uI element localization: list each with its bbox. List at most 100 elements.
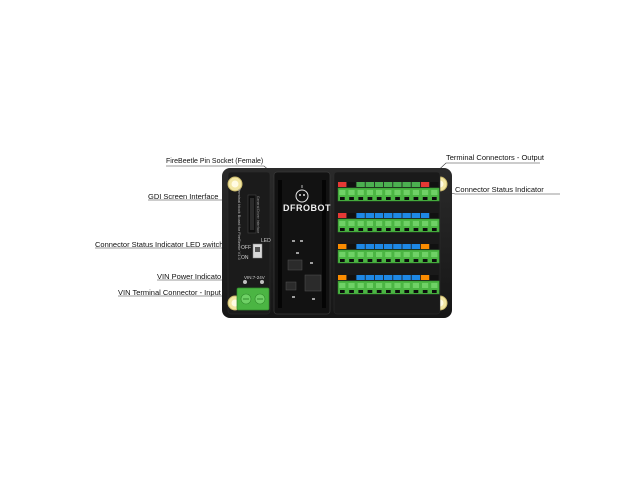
terminal-screw — [366, 252, 373, 257]
terminal-wire-hole — [386, 259, 391, 262]
terminal-screw — [339, 221, 346, 226]
on-label: ON — [241, 255, 249, 261]
terminal-screw — [339, 283, 346, 288]
pin-label-chip — [384, 213, 393, 218]
terminal-screw — [394, 252, 401, 257]
vertical-board-text: Terminal block Board for FireBeetle V1.0 — [237, 188, 242, 260]
pin-label-chip — [374, 244, 384, 249]
terminal-screw — [385, 252, 392, 257]
pin-label-chip — [374, 213, 384, 218]
pin-label-chip — [347, 182, 356, 187]
label-vin-power: VIN Power Indicato — [157, 272, 222, 281]
pin-label-chip — [338, 275, 347, 280]
terminal-wire-hole — [422, 259, 428, 262]
pin-label-chip — [356, 182, 365, 187]
terminal-screw — [422, 252, 429, 257]
terminal-wire-hole — [386, 228, 391, 231]
terminal-wire-hole — [376, 290, 382, 293]
terminal-wire-hole — [413, 290, 419, 293]
terminal-wire-hole — [413, 228, 419, 231]
terminal-wire-hole — [395, 228, 400, 231]
label-vin-terminal: VIN Terminal Connector - Input — [118, 288, 221, 297]
firebeetle-socket — [273, 171, 331, 315]
ic-chip-3 — [285, 281, 297, 291]
terminal-wire-hole — [349, 290, 354, 293]
terminal-screw — [376, 252, 383, 257]
terminal-screw — [431, 283, 438, 288]
terminal-screw — [376, 190, 383, 195]
terminal-wire-hole — [395, 259, 400, 262]
terminal-screw — [394, 283, 401, 288]
terminal-screw — [394, 221, 401, 226]
terminal-screw — [403, 190, 410, 195]
brand-text: DFROBOT — [283, 203, 331, 213]
pin-label-chip — [384, 244, 393, 249]
pin-label-chip — [384, 182, 393, 187]
terminal-screw — [366, 221, 373, 226]
terminal-wire-hole — [422, 290, 428, 293]
terminal-wire-hole — [422, 197, 428, 200]
terminal-wire-hole — [358, 259, 364, 262]
pin-label-chip — [338, 213, 347, 218]
terminal-screw — [339, 190, 346, 195]
terminal-screw — [357, 221, 364, 226]
terminal-screw — [422, 190, 429, 195]
terminal-screw — [357, 283, 364, 288]
pin-label-chip — [430, 213, 439, 218]
pin-label-chip — [430, 244, 439, 249]
terminal-screw — [339, 252, 346, 257]
pin-label-chip — [356, 275, 365, 280]
terminal-wire-hole — [376, 259, 382, 262]
terminal-screw — [348, 252, 355, 257]
terminal-wire-hole — [367, 290, 373, 293]
terminal-wire-hole — [367, 197, 373, 200]
terminal-screw — [431, 221, 438, 226]
terminal-wire-hole — [358, 290, 364, 293]
vin-power-led — [243, 280, 247, 284]
pin-label-chip — [393, 244, 402, 249]
pin-label-chip — [411, 213, 420, 218]
terminal-screw — [394, 190, 401, 195]
socket-pins-right — [322, 180, 326, 308]
gdi-text: General Driver Interface — [256, 196, 260, 234]
pin-label-chip — [402, 275, 411, 280]
terminal-screw — [403, 221, 410, 226]
terminal-wire-hole — [349, 259, 354, 262]
terminal-wire-hole — [432, 259, 437, 262]
terminal-wire-hole — [432, 228, 437, 231]
terminal-wire-hole — [340, 197, 345, 200]
terminal-screw — [431, 252, 438, 257]
pin-label-chip — [393, 213, 402, 218]
terminal-wire-hole — [395, 197, 400, 200]
pin-label-chip — [356, 213, 365, 218]
pin-label-chip — [338, 182, 347, 187]
terminal-wire-hole — [404, 259, 410, 262]
pin-label-chip — [347, 213, 356, 218]
led-label: LED — [261, 238, 271, 244]
pin-label-chip — [430, 182, 439, 187]
terminal-screw — [403, 252, 410, 257]
vin-pad — [260, 280, 264, 284]
led-switch-knob — [255, 247, 260, 252]
pin-label-chip — [430, 275, 439, 280]
terminal-wire-hole — [413, 259, 419, 262]
terminal-wire-hole — [358, 228, 364, 231]
pin-label-chip — [420, 275, 430, 280]
label-led-switch: Connector Status Indicator LED switch — [95, 240, 224, 249]
terminal-blocks — [337, 182, 440, 295]
terminal-wire-hole — [432, 197, 437, 200]
terminal-wire-hole — [376, 228, 382, 231]
pin-label-chip — [411, 275, 420, 280]
terminal-wire-hole — [404, 197, 410, 200]
pin-label-chip — [420, 182, 430, 187]
terminal-screw — [376, 283, 383, 288]
terminal-screw — [348, 190, 355, 195]
terminal-wire-hole — [340, 290, 345, 293]
pin-label-chip — [402, 213, 411, 218]
terminal-screw — [412, 221, 419, 226]
terminal-wire-hole — [367, 259, 373, 262]
vin-terminal-connector — [236, 287, 270, 311]
terminal-wire-hole — [404, 290, 410, 293]
vin-label: VIN:7-24V — [244, 275, 265, 280]
